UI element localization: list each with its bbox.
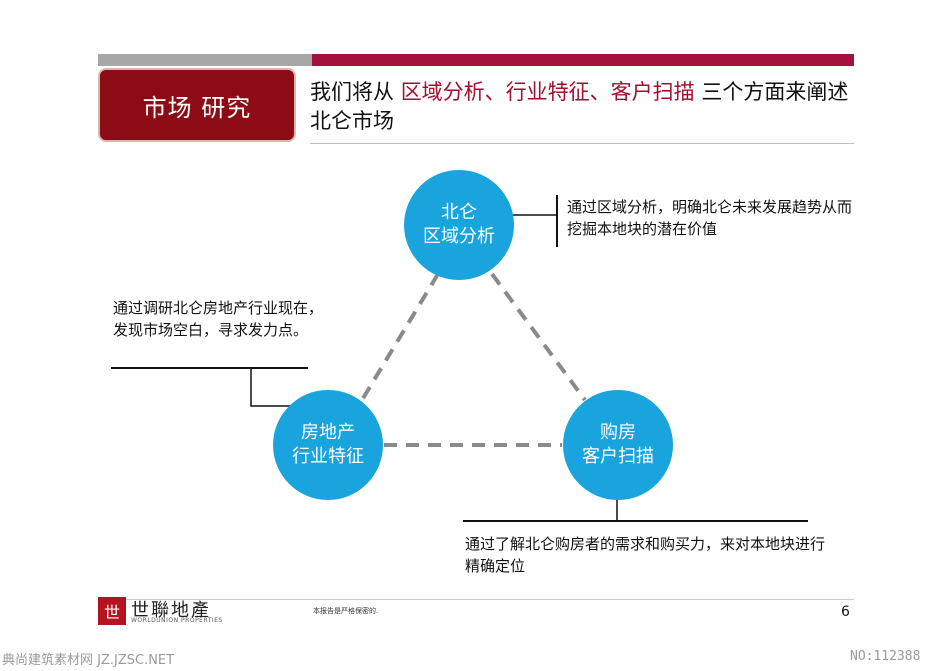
watermark-number: NO:112388 — [850, 649, 921, 664]
company-logo-cn: 世聯地產 — [131, 600, 211, 621]
header-bar-red — [312, 54, 854, 66]
title-suffix: 三个方面来阐述北仑市场 — [310, 80, 849, 133]
node-region-line1: 北仑 — [441, 202, 477, 223]
edge-region-industry — [360, 272, 440, 402]
confidential-notice: 本报告是严格保密的. — [313, 607, 379, 615]
header-bar-gray — [98, 54, 312, 66]
title-prefix: 我们将从 — [310, 80, 401, 104]
node-customer-line2: 客户扫描 — [582, 446, 654, 467]
note-customer: 通过了解北仑购房者的需求和购买力，来对本地块进行精确定位 — [465, 535, 826, 575]
company-logo-icon: 世 — [98, 597, 126, 625]
section-label-box: 市场 研究 — [98, 68, 296, 142]
company-logo-en: WORLDUNION PROPERTIES — [131, 617, 223, 624]
note-industry: 通过调研北仑房地产行业现在，发现市场空白，寻求发力点。 — [113, 299, 324, 339]
node-region-analysis: 北仑 区域分析 — [404, 170, 514, 280]
logo-icon-glyph: 世 — [103, 603, 120, 622]
edge-region-customer — [490, 272, 587, 402]
title-highlight: 区域分析、行业特征、客户扫描 — [400, 80, 695, 104]
title-underline — [310, 143, 854, 144]
node-industry-line1: 房地产 — [301, 422, 355, 443]
page-number: 6 — [841, 604, 850, 620]
footer-rule — [98, 599, 854, 600]
node-customer-line1: 购房 — [600, 422, 636, 443]
node-industry-features: 房地产 行业特征 — [273, 390, 383, 500]
section-label: 市场 研究 — [142, 93, 252, 122]
node-customer-scan: 购房 客户扫描 — [563, 390, 673, 500]
page-title: 我们将从 区域分析、行业特征、客户扫描 三个方面来阐述北仑市场 — [310, 78, 855, 136]
node-industry-line2: 行业特征 — [292, 446, 364, 467]
node-region-line2: 区域分析 — [423, 226, 495, 247]
watermark-site: 典尚建筑素材网 JZ.JZSC.NET — [2, 653, 175, 668]
note-region: 通过区域分析，明确北仑未来发展趋势从而挖掘本地块的潜在价值 — [567, 198, 853, 238]
